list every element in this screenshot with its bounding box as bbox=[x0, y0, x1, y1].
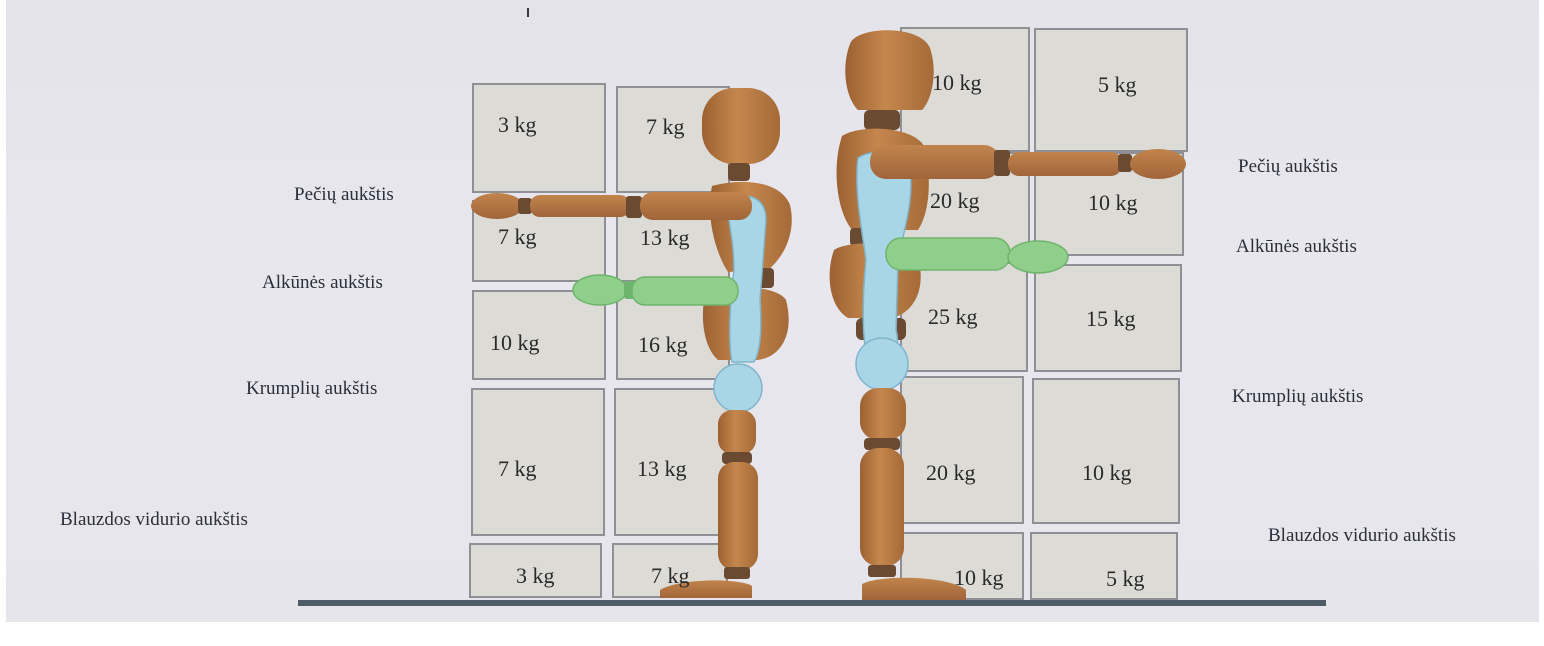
weight-left-r4c1: 7 kg bbox=[498, 456, 537, 482]
left-mannequin-shin bbox=[718, 462, 758, 570]
label-left-midshin-height: Blauzdos vidurio aukštis bbox=[60, 509, 248, 531]
label-right-knuckle-height: Krumplių aukštis bbox=[1232, 386, 1363, 408]
right-mannequin-neck bbox=[864, 110, 900, 130]
right-mannequin-green-hand bbox=[1008, 241, 1068, 273]
weight-right-r1c2: 5 kg bbox=[1098, 72, 1137, 98]
weight-right-r3c1: 25 kg bbox=[928, 304, 978, 330]
frame-border-right bbox=[1539, 0, 1544, 646]
left-mannequin-head bbox=[702, 88, 780, 164]
right-mannequin-upper-arm bbox=[870, 145, 1000, 179]
frame-border-bottom bbox=[0, 622, 1544, 646]
weight-right-r4c1: 20 kg bbox=[926, 460, 976, 486]
left-mannequin-forearm bbox=[530, 195, 630, 217]
right-mannequin-hand bbox=[1130, 149, 1186, 179]
left-mannequin-hip-highlight bbox=[714, 364, 762, 412]
weight-left-r2c1: 7 kg bbox=[498, 224, 537, 250]
right-mannequin-thigh bbox=[860, 388, 906, 440]
weight-right-r2c2: 10 kg bbox=[1088, 190, 1138, 216]
weight-left-r5c2: 7 kg bbox=[651, 563, 690, 589]
label-right-elbow-height: Alkūnės aukštis bbox=[1236, 236, 1357, 258]
frame-border-left bbox=[0, 0, 6, 646]
weight-left-r5c1: 3 kg bbox=[516, 563, 555, 589]
left-mannequin-wrist bbox=[518, 198, 532, 214]
weight-right-r5c1: 10 kg bbox=[954, 565, 1004, 591]
right-mannequin-elbow bbox=[994, 150, 1010, 176]
left-mannequin-green-hand bbox=[573, 275, 627, 305]
label-left-knuckle-height: Krumplių aukštis bbox=[246, 378, 377, 400]
left-mannequin-neck bbox=[728, 163, 750, 181]
right-mannequin-ankle bbox=[868, 565, 896, 577]
label-right-shoulder-height: Pečių aukštis bbox=[1238, 156, 1338, 178]
weight-left-r3c1: 10 kg bbox=[490, 330, 540, 356]
left-mannequin-hand bbox=[471, 193, 523, 219]
weight-right-r1c1: 10 kg bbox=[932, 70, 982, 96]
right-mannequin-foot bbox=[862, 578, 966, 600]
right-mannequin-shin bbox=[860, 448, 904, 566]
floor-line bbox=[298, 600, 1326, 606]
weight-right-r4c2: 10 kg bbox=[1082, 460, 1132, 486]
weight-left-r2c2: 13 kg bbox=[640, 225, 690, 251]
label-right-midshin-height: Blauzdos vidurio aukštis bbox=[1268, 525, 1456, 547]
left-mannequin-thigh bbox=[718, 410, 756, 454]
label-left-shoulder-height: Pečių aukštis bbox=[294, 184, 394, 206]
right-mannequin-green-forearm bbox=[886, 238, 1010, 270]
weight-left-r1c2: 7 kg bbox=[646, 114, 685, 140]
weight-left-r4c2: 13 kg bbox=[637, 456, 687, 482]
label-left-elbow-height: Alkūnės aukštis bbox=[262, 272, 383, 294]
right-mannequin-wrist bbox=[1118, 154, 1132, 172]
right-mannequin-head bbox=[845, 30, 933, 110]
weight-left-r1c1: 3 kg bbox=[498, 112, 537, 138]
left-mannequin-green-forearm bbox=[632, 277, 738, 305]
left-mannequin-upper-arm bbox=[640, 192, 752, 220]
weight-left-r3c2: 16 kg bbox=[638, 332, 688, 358]
left-mannequin-ankle bbox=[724, 567, 750, 579]
weight-right-r2c1: 20 kg bbox=[930, 188, 980, 214]
weight-right-r5c2: 5 kg bbox=[1106, 566, 1145, 592]
left-mannequin-elbow bbox=[626, 196, 642, 218]
right-mannequin-forearm bbox=[1008, 152, 1122, 176]
right-mannequin-hip-highlight bbox=[856, 338, 908, 390]
weight-right-r3c2: 15 kg bbox=[1086, 306, 1136, 332]
